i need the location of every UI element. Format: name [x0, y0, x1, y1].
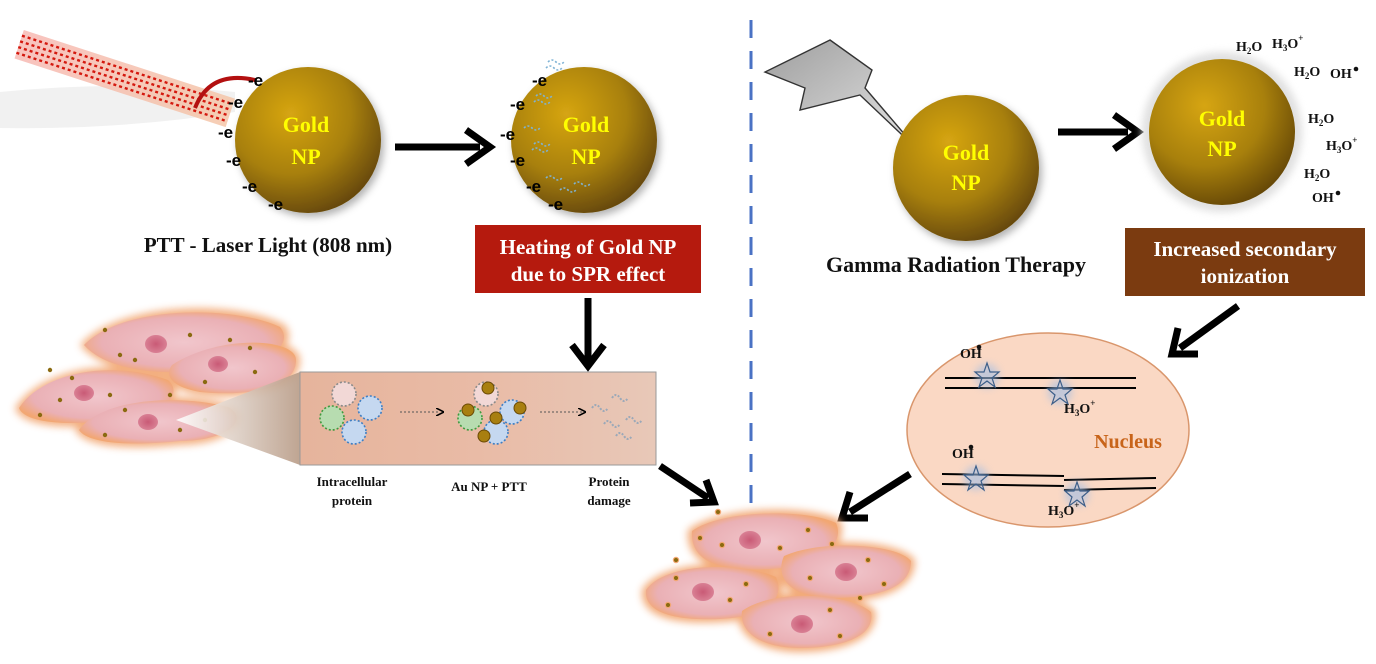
arrow-diagonal-left: [658, 463, 719, 507]
nucleus-oh-label: OH: [952, 447, 974, 462]
inset-label-damage-1: Protein: [589, 474, 631, 489]
np-label-np: NP: [951, 170, 980, 195]
np-label-np: NP: [571, 144, 600, 169]
electron-label: -e: [218, 123, 233, 142]
gamma-caption: Gamma Radiation Therapy: [826, 252, 1086, 277]
h2o-label: H2O: [1304, 167, 1330, 183]
arrow-right-2: [1058, 112, 1145, 152]
h2o-label: H2O: [1308, 112, 1334, 128]
dna-damage-star-icon: [973, 361, 1001, 389]
laser-beam: [14, 29, 235, 128]
zoom-cone: [176, 372, 300, 465]
gold-nanoparticle-gamma: [893, 95, 1039, 241]
np-label-gold: Gold: [943, 140, 989, 165]
cell-cluster-left: [15, 308, 300, 448]
electron-label: -e: [500, 125, 515, 144]
h3o-label: H3O+: [1326, 135, 1357, 155]
radical-dot: [1353, 66, 1359, 72]
nucleus-oh-label: OH: [960, 347, 982, 362]
radical-dot: [1335, 190, 1341, 196]
dna-damage-star-icon: [962, 464, 990, 492]
electron-label: -e: [510, 95, 525, 114]
arrow-to-nucleus: [1167, 303, 1241, 358]
inset-label-intracellular-2: protein: [332, 493, 373, 508]
electron-label: -e: [268, 195, 283, 214]
nucleus-title: Nucleus: [1094, 431, 1162, 453]
heating-box-line1: Heating of Gold NP: [500, 235, 677, 259]
oh-radical-label: OH: [1330, 67, 1352, 82]
h3o-label: H3O+: [1272, 33, 1303, 53]
arrow-right-1: [395, 127, 497, 167]
electron-label: -e: [510, 151, 525, 170]
inset-label-au-ptt: Au NP + PTT: [451, 479, 527, 494]
np-label-gold: Gold: [1199, 106, 1245, 131]
electron-label: -e: [226, 151, 241, 170]
electron-label: -e: [242, 177, 257, 196]
nucleus-h3o-label: H3O+: [1064, 398, 1095, 418]
electron-label: -e: [248, 71, 263, 90]
heat-wave-icons: [523, 59, 591, 193]
oh-radical-label: OH: [1312, 191, 1334, 206]
ionization-box: Increased secondary ionization: [1125, 228, 1365, 296]
electron-labels-np1: -e -e -e -e -e -e: [218, 71, 283, 214]
dna-damage-star-icon: [1046, 378, 1074, 406]
au-np-ptt-cluster: [457, 381, 527, 445]
heating-box: Heating of Gold NP due to SPR effect: [475, 225, 701, 293]
radical-dot: [976, 344, 982, 350]
ionization-box-line2: ionization: [1201, 264, 1290, 288]
inset-label-damage-2: damage: [587, 493, 631, 508]
gold-nanoparticle-ionized: [1149, 59, 1295, 205]
cell-cluster-bottom: [641, 508, 915, 652]
np-label-np: NP: [291, 144, 320, 169]
heating-box-line2: due to SPR effect: [511, 262, 666, 286]
gold-nanoparticle-ptt: [235, 67, 381, 213]
electron-label: -e: [532, 71, 547, 90]
arrow-down: [569, 298, 607, 372]
np-label-gold: Gold: [563, 112, 609, 137]
radiolysis-products: H2O H3O+ H2O OH H2O H3O+ H2O OH: [1236, 33, 1359, 206]
inset-label-intracellular-1: Intracellular: [317, 474, 388, 489]
electron-labels-np2: -e -e -e -e -e -e: [500, 71, 563, 214]
electron-label: -e: [548, 195, 563, 214]
dna-damage-star-icon: [1063, 480, 1091, 508]
h2o-label: H2O: [1294, 65, 1320, 81]
electron-label: -e: [228, 93, 243, 112]
ionization-box-line1: Increased secondary: [1153, 237, 1337, 261]
electron-label: -e: [526, 177, 541, 196]
nucleus: OH H3O+ OH H3O+ Nucleus: [906, 332, 1190, 528]
ptt-caption: PTT - Laser Light (808 nm): [144, 233, 392, 257]
gamma-ray-bolt-icon: [763, 39, 919, 151]
nucleus-h3o-label: H3O+: [1048, 500, 1079, 520]
h2o-label: H2O: [1236, 40, 1262, 56]
protein-inset-panel: [299, 371, 657, 466]
laser-arc: [193, 75, 256, 109]
np-label-np: NP: [1207, 136, 1236, 161]
radical-dot: [968, 444, 974, 450]
arrow-diagonal-right: [837, 471, 912, 522]
intracellular-proteins: [319, 381, 383, 445]
np-label-gold: Gold: [283, 112, 329, 137]
